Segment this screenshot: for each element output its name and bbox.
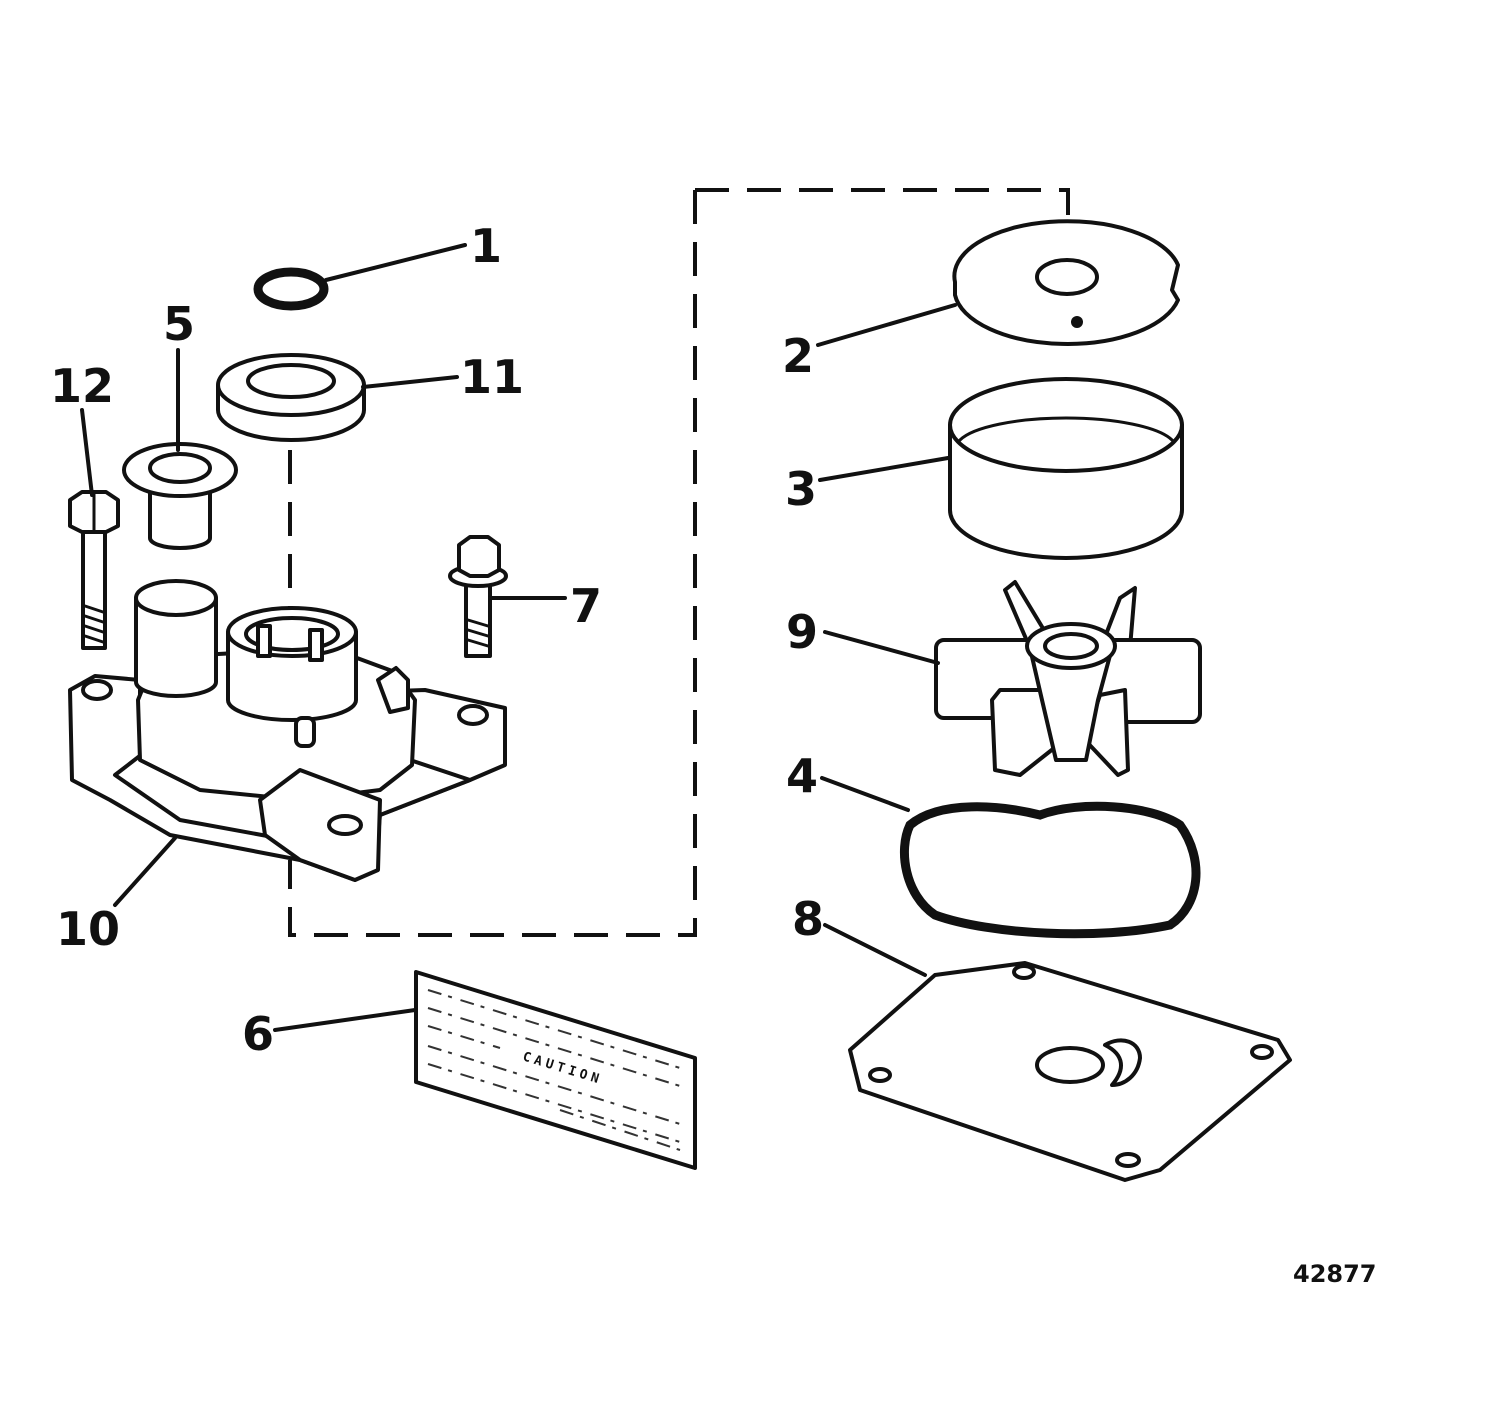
callout-5: 5 bbox=[163, 297, 195, 351]
callout-11: 11 bbox=[460, 350, 524, 404]
callout-1: 1 bbox=[470, 219, 502, 273]
part-12-long-bolt bbox=[68, 490, 120, 650]
part-5-grommet bbox=[122, 442, 238, 550]
callout-8: 8 bbox=[792, 892, 824, 946]
part-4-gasket bbox=[900, 801, 1201, 939]
part-11-seal-ring bbox=[216, 353, 366, 442]
part-7-short-bolt bbox=[448, 535, 508, 658]
callout-7: 7 bbox=[570, 579, 602, 633]
leader-lines bbox=[80, 243, 957, 1032]
part-10-pump-housing bbox=[68, 579, 507, 882]
part-2-plate bbox=[952, 219, 1180, 346]
assembly-guide-lines bbox=[288, 188, 1070, 937]
part-1-o-ring bbox=[253, 267, 329, 311]
callout-12: 12 bbox=[50, 359, 114, 413]
callout-3: 3 bbox=[785, 462, 817, 516]
callout-labels: 1 2 3 4 5 6 7 8 9 10 11 12 bbox=[50, 219, 824, 1061]
callout-2: 2 bbox=[782, 329, 814, 383]
callout-9: 9 bbox=[786, 605, 818, 659]
callout-6: 6 bbox=[242, 1007, 274, 1061]
part-6-caution-decal: CAUTION bbox=[414, 970, 697, 1170]
callout-4: 4 bbox=[786, 749, 818, 803]
part-3-insert-cup bbox=[948, 377, 1184, 560]
callout-10: 10 bbox=[56, 902, 120, 956]
part-8-base-plate bbox=[848, 961, 1292, 1182]
part-9-impeller bbox=[934, 580, 1202, 777]
figure-number: 42877 bbox=[1293, 1260, 1377, 1288]
